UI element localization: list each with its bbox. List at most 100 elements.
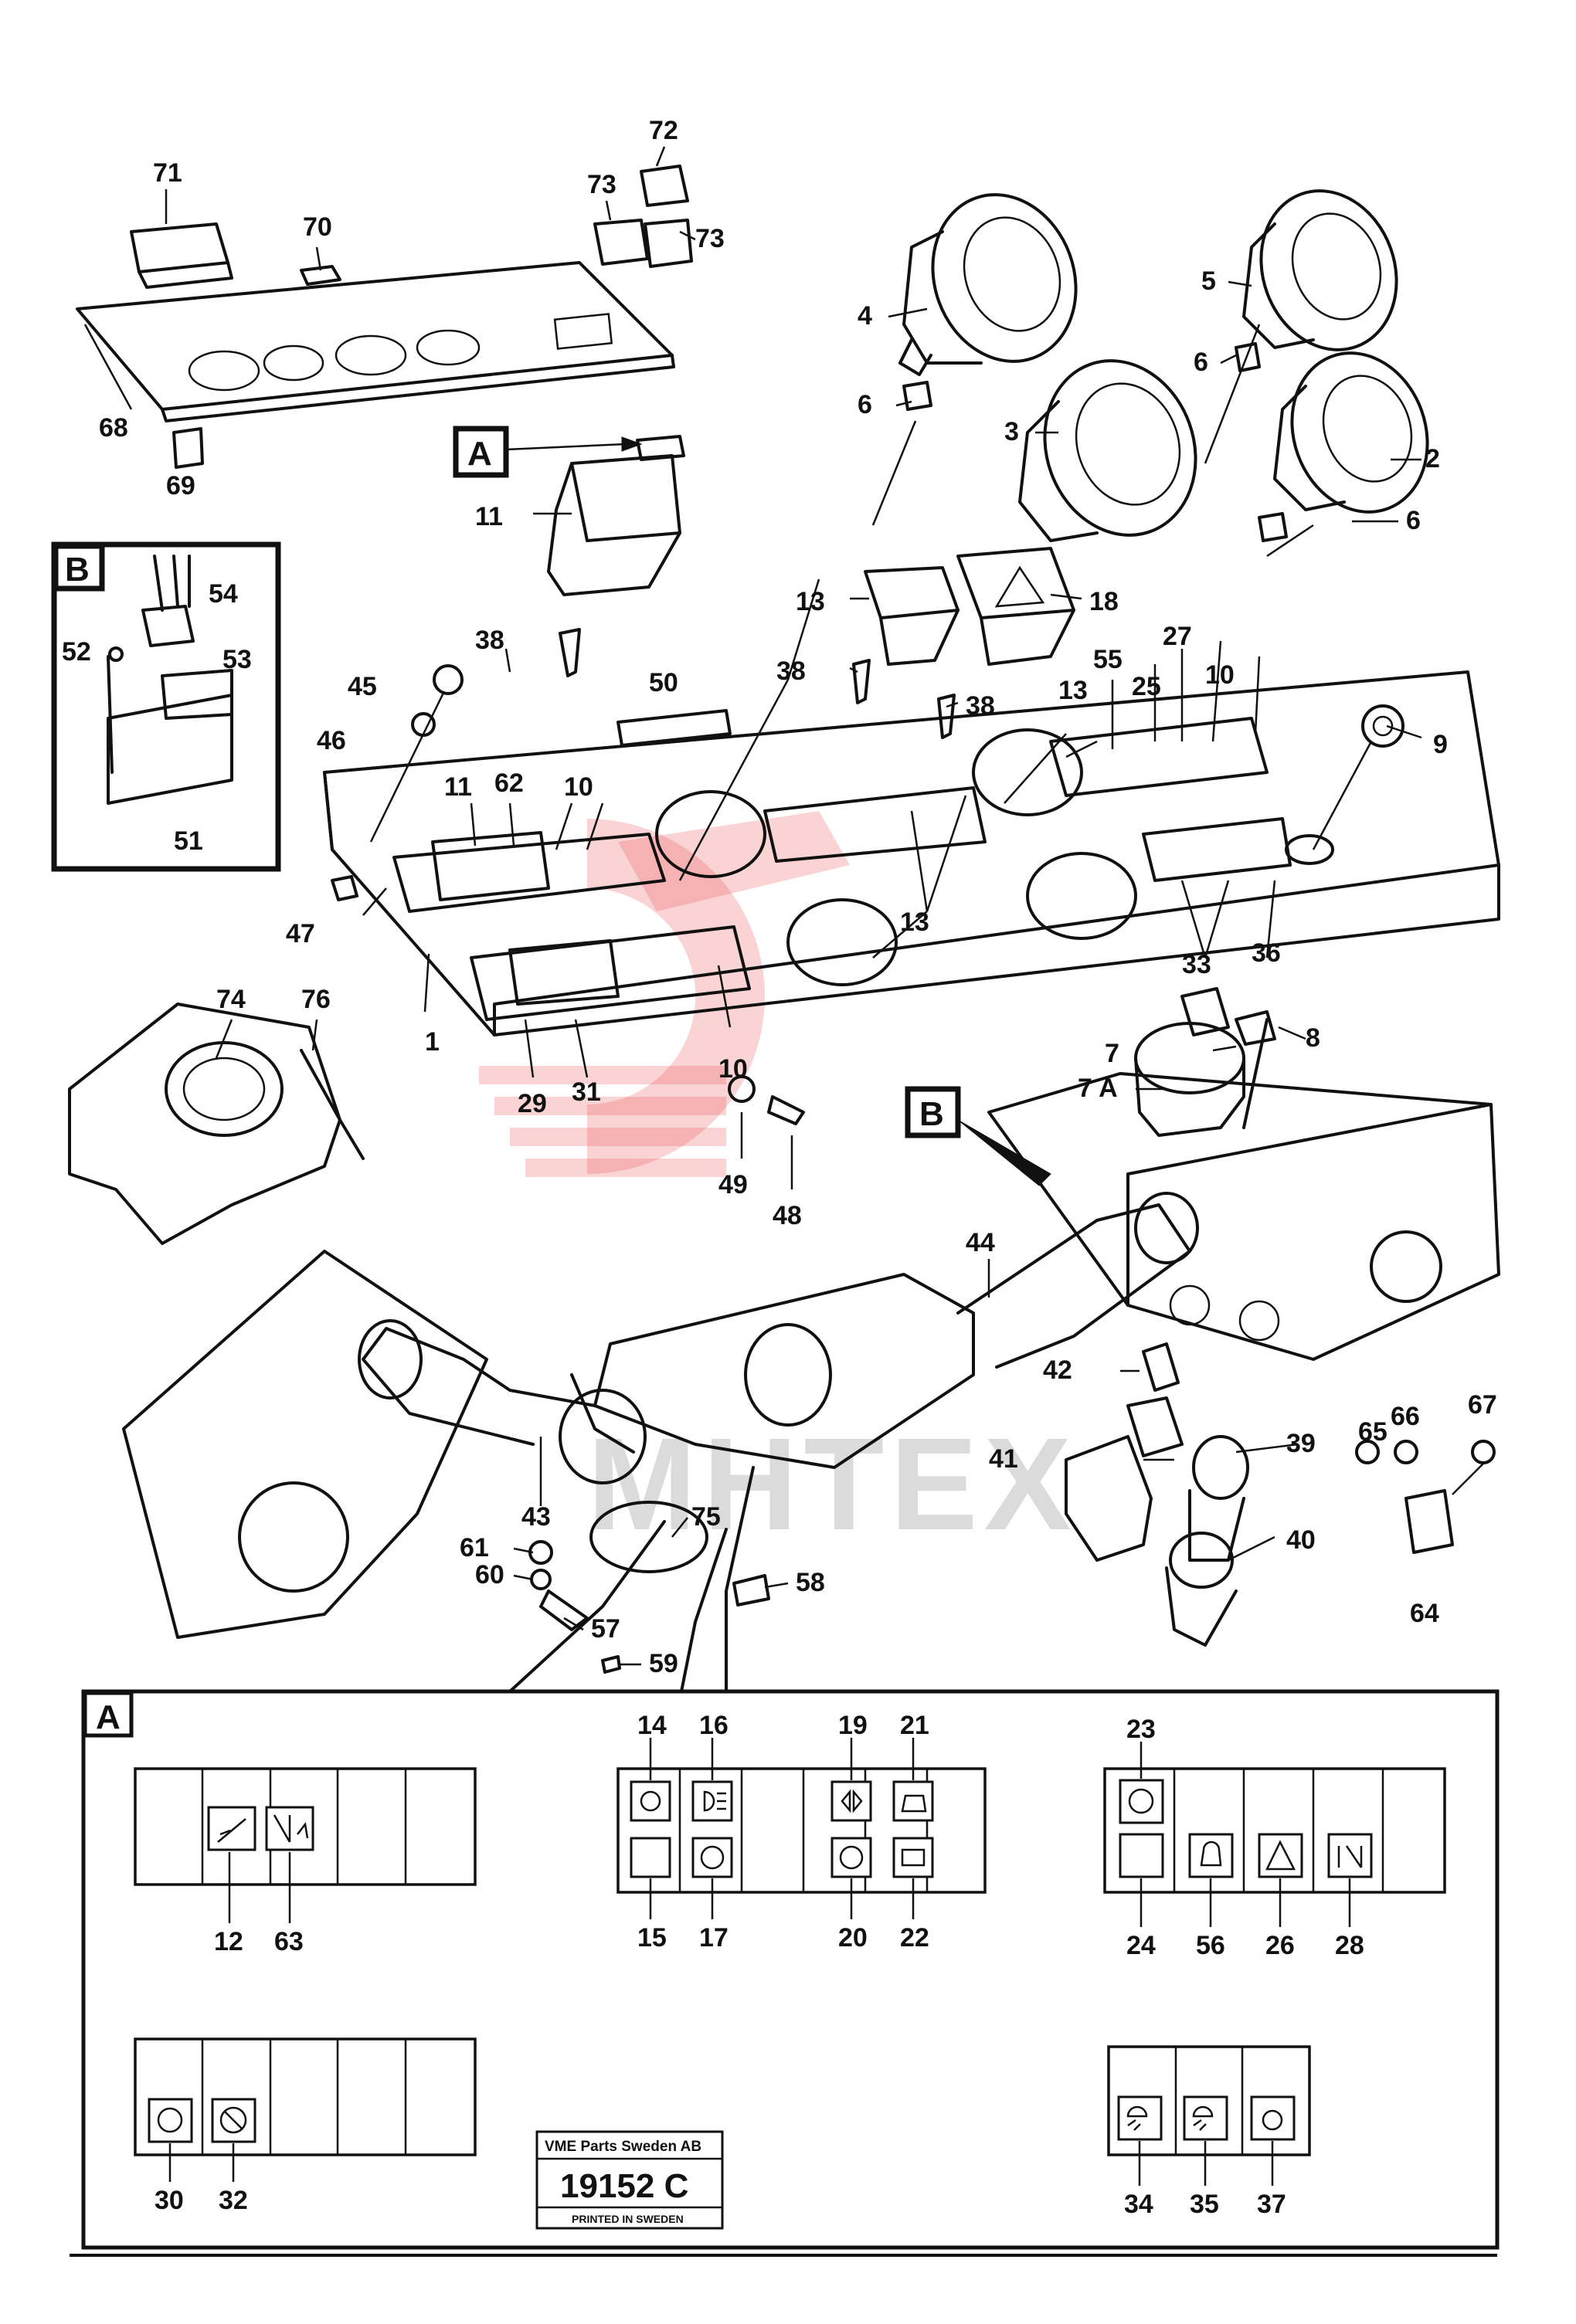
callout-75: 75 [691,1502,721,1532]
callout-38: 38 [475,626,504,655]
callout-11: 11 [475,502,503,531]
inset-a: A [70,1689,1500,2257]
callout-25: 25 [1132,672,1161,701]
bulbs-38 [559,628,956,739]
steering-housing-left [122,1250,488,1639]
callout-36: 36 [1252,938,1281,968]
callout-57: 57 [591,1614,620,1644]
wiper-symbol-icon [207,1806,256,1851]
callout-14: 14 [637,1711,667,1740]
callout-1: 1 [425,1027,440,1057]
gauge-bulbs [871,324,1314,558]
light-symbol-23-icon [1119,1779,1164,1824]
stamp-printed: PRINTED IN SWEDEN [572,2213,684,2225]
callout-68: 68 [99,413,128,443]
gauge-5 [1242,189,1398,351]
callout-67: 67 [1468,1390,1497,1420]
callout-43: 43 [521,1502,551,1532]
callout-23: 23 [1126,1715,1156,1744]
stamp-drawing-number: 19152 C [560,2167,688,2205]
turn-signal-symbol-icon [830,1780,872,1822]
parking-brake-symbol-icon [830,1837,872,1878]
oil-pressure-symbol-icon [892,1780,934,1822]
dashboard-panel [323,670,1500,1036]
callout-5: 5 [1201,266,1216,296]
callout-40: 40 [1286,1525,1316,1555]
hazard-switch-18 [956,547,1075,666]
battery-symbol-icon [892,1837,934,1878]
callout-8: 8 [1306,1023,1320,1053]
gauge-3 [1018,359,1197,542]
callout-73: 73 [695,224,725,253]
callout-15: 15 [637,1923,667,1952]
callout-3: 3 [1004,417,1019,446]
switch-strip-3 [1103,1767,1446,1894]
gauge-2 [1273,351,1429,514]
callout-42: 42 [1043,1355,1072,1385]
callout-52: 52 [62,637,91,667]
callout-49: 49 [718,1170,748,1199]
callout-71: 71 [153,158,182,188]
callout-64: 64 [1410,1599,1439,1628]
callout-41: 41 [989,1444,1018,1474]
rocker-switch-13 [864,566,960,666]
blank-symbol-24 [1119,1833,1164,1878]
callout-13: 13 [796,587,825,616]
callout-6: 6 [1406,506,1421,535]
callout-26: 26 [1265,1931,1295,1960]
callout-18: 18 [1089,587,1119,616]
callout-51: 51 [174,826,203,856]
callout-70: 70 [303,212,332,242]
callout-45: 45 [348,672,377,701]
callout-10: 10 [564,772,593,802]
callout-58: 58 [796,1568,825,1597]
callout-38: 38 [966,691,995,721]
ignition-switch [1134,987,1276,1137]
stamp-company: VME Parts Sweden AB [545,2139,701,2155]
combination-switch [358,1192,1199,1701]
callout-32: 32 [219,2186,248,2215]
callout-74: 74 [216,985,246,1014]
rocker-switch-11 [547,435,685,596]
callout-31: 31 [572,1077,601,1107]
work-lamp-front-symbol-icon [1117,2095,1163,2141]
callout-28: 28 [1335,1931,1364,1960]
callout-34: 34 [1124,2190,1153,2219]
blank-symbol-15 [630,1837,671,1878]
callout-29: 29 [518,1089,547,1118]
callout-16: 16 [699,1711,729,1740]
callout-37: 37 [1257,2190,1286,2219]
callout-27: 27 [1163,622,1192,651]
misc-parts-right [1065,1342,1496,1647]
callout-39: 39 [1286,1429,1316,1458]
callout-46: 46 [317,726,346,755]
work-lamp-rear-symbol-icon [1183,2095,1228,2141]
watermark-logo [479,811,850,1177]
hardware-small [331,664,1404,1125]
callout-13: 13 [1058,676,1088,705]
callout-53: 53 [222,645,252,674]
callout-59: 59 [649,1649,678,1678]
callout-55: 55 [1093,645,1123,674]
warning-circle-symbol-icon [691,1837,733,1878]
callout-76: 76 [301,985,331,1014]
callout-9: 9 [1433,730,1448,759]
switch-strip-5 [1107,2045,1311,2156]
callout-17: 17 [699,1923,729,1952]
switch-strip-2 [616,1767,987,1894]
switch-strip-4 [134,2037,477,2156]
inset-a-label: A [96,1698,121,1736]
tag-a-main: A [453,426,643,478]
callout-65: 65 [1358,1417,1387,1447]
callout-38: 38 [776,656,806,686]
callout-22: 22 [900,1923,929,1952]
callout-35: 35 [1190,2190,1219,2219]
callout-11: 11 [444,772,472,802]
callout-47: 47 [286,919,315,948]
callout-33: 33 [1182,950,1211,979]
callout-69: 69 [166,471,195,500]
tag-b-main: B [905,1086,1051,1186]
callout-66: 66 [1391,1402,1420,1431]
callout-72: 72 [649,116,678,145]
callout-6: 6 [1194,348,1208,377]
